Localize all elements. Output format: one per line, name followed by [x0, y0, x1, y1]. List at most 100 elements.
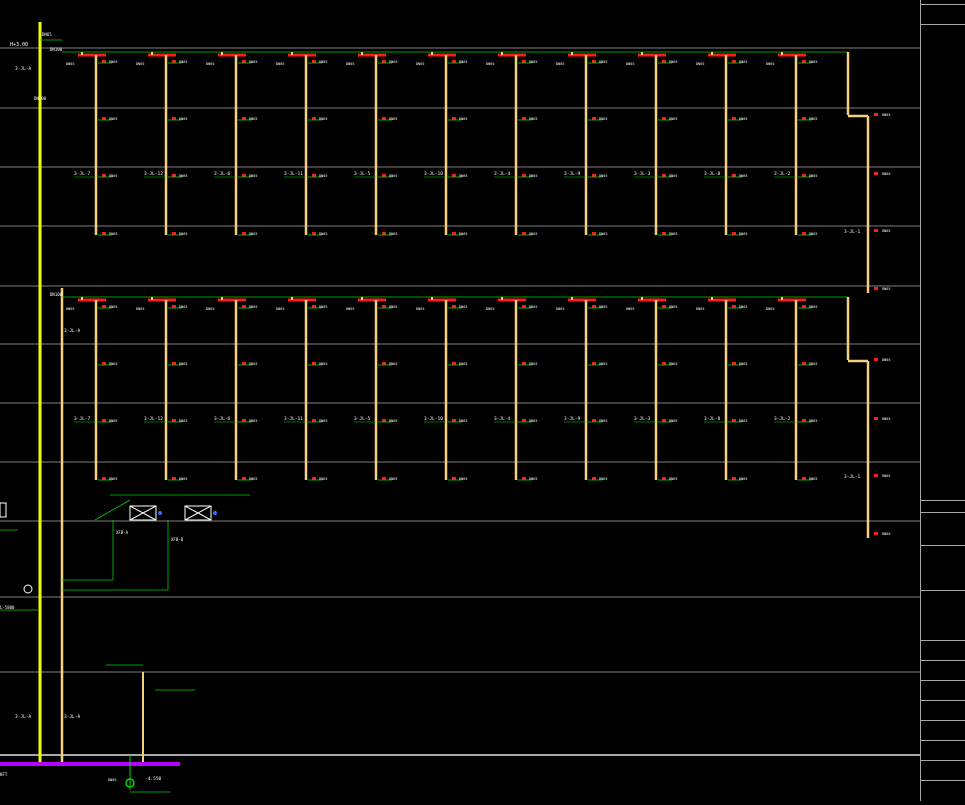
valve-icon — [452, 362, 456, 365]
riser-label: 3-JL-6 — [214, 171, 231, 177]
valve-icon — [382, 174, 386, 177]
pump-tag: XFB-A — [116, 530, 129, 535]
pipe-size-label: DN65 — [319, 117, 327, 121]
pipe-size-label: DN65 — [599, 174, 607, 178]
riser-label: 3-JL-10 — [424, 171, 443, 177]
valve-icon — [592, 419, 596, 422]
pipe-size-label: DN65 — [486, 62, 494, 66]
valve-icon — [592, 117, 596, 120]
pipe-size-label: DN65 — [529, 419, 537, 423]
pipe-size-label: DN65 — [179, 477, 187, 481]
title-block-divider — [921, 545, 965, 546]
pipe-size-label: DN65 — [529, 174, 537, 178]
pipe-size-label: DN65 — [389, 419, 397, 423]
pipe-size-label: DN65 — [109, 60, 117, 64]
valve-icon — [242, 60, 246, 63]
pipe-size-label: DN65 — [346, 307, 354, 311]
pipe-size-label: DN65 — [739, 477, 747, 481]
pipe-size-label: DN65 — [42, 32, 52, 37]
valve-icon — [382, 117, 386, 120]
valve-icon — [242, 477, 246, 480]
valve-icon — [592, 362, 596, 365]
valve-icon — [522, 117, 526, 120]
pipe-size-label: DN65 — [599, 305, 607, 309]
pipe-size-label: DN65 — [529, 477, 537, 481]
valve-icon — [874, 417, 878, 420]
pipe-size-label: DN65 — [179, 174, 187, 178]
pipe-size-label: DN65 — [882, 358, 890, 362]
pipe-size-label: DN65 — [739, 117, 747, 121]
pipe-size-label: DN65 — [459, 419, 467, 423]
valve-icon — [874, 172, 878, 175]
riser-label: 3-JL-3 — [634, 416, 651, 422]
pipe-size-label: DN65 — [599, 362, 607, 366]
riser-label: 3-JL-6 — [214, 416, 231, 422]
riser-label: 3-JL-1 — [844, 229, 861, 235]
valve-icon — [802, 477, 806, 480]
pipe-size-label: DN100 — [50, 47, 63, 52]
pipe-size-label: DN65 — [809, 305, 817, 309]
pipe-size-label: DN65 — [179, 362, 187, 366]
pipe-size-label: DN65 — [809, 60, 817, 64]
pipe-size-label: DN65 — [739, 305, 747, 309]
pipe-size-label: DN65 — [882, 229, 890, 233]
pipe-size-label: DN65 — [459, 362, 467, 366]
pipe-size-label: DN65 — [669, 362, 677, 366]
pipe-size-label: DN65 — [109, 232, 117, 236]
riser-label: 3-JL-A — [64, 714, 81, 720]
valve-icon — [452, 419, 456, 422]
pipe-size-label: DN65 — [319, 477, 327, 481]
riser-label: 3-JL-3 — [634, 171, 651, 177]
pipe-size-label: DN65 — [249, 117, 257, 121]
pipe-size-label: DN65 — [882, 113, 890, 117]
pipe-size-label: DN65 — [66, 307, 74, 311]
valve-icon — [802, 174, 806, 177]
valve-icon — [802, 305, 806, 308]
valve-icon — [802, 362, 806, 365]
valve-icon — [592, 174, 596, 177]
riser-label: 3-JL-4 — [494, 171, 511, 177]
pipe-size-label: DN65 — [809, 362, 817, 366]
pipe-size-label: DN65 — [179, 60, 187, 64]
pipe-size-label: DN65 — [669, 174, 677, 178]
valve-icon — [592, 60, 596, 63]
pipe-size-label: DN65 — [809, 477, 817, 481]
pipe-size-label: DN65 — [109, 174, 117, 178]
valve-icon — [522, 232, 526, 235]
valve-icon — [242, 232, 246, 235]
pipe-size-label: DN65 — [882, 287, 890, 291]
pipe-size-label: DN65 — [766, 62, 774, 66]
valve-icon — [23, 584, 33, 594]
pump-cross — [129, 505, 157, 521]
valve-icon — [522, 419, 526, 422]
valve-icon — [382, 419, 386, 422]
riser-label: 3-JL-4 — [494, 416, 511, 422]
pipe-size-label: DN65 — [529, 362, 537, 366]
pipe-size-label: DN65 — [809, 174, 817, 178]
pipe-size-label: DN65 — [179, 232, 187, 236]
valve-icon — [312, 232, 316, 235]
pipe-size-label: DN65 — [739, 362, 747, 366]
pipe-size-label: DN65 — [389, 362, 397, 366]
valve-icon — [452, 305, 456, 308]
pipe-size-label: DN65 — [249, 232, 257, 236]
valve-icon — [102, 362, 106, 365]
riser-label: 3-JL-2 — [774, 416, 791, 422]
valve-icon — [172, 60, 176, 63]
pipe-size-label: DN65 — [108, 778, 116, 782]
title-block-divider — [921, 680, 965, 681]
valve-icon — [172, 305, 176, 308]
title-block-divider — [921, 500, 965, 501]
title-block — [920, 0, 965, 801]
valve-icon — [522, 477, 526, 480]
valve-icon — [802, 232, 806, 235]
riser-label: 3-JL-12 — [144, 416, 163, 422]
valve-icon — [102, 232, 106, 235]
pipe-size-label: DN65 — [276, 307, 284, 311]
valve-icon — [874, 358, 878, 361]
valve-icon — [312, 419, 316, 422]
riser-label: 3-JL-9 — [564, 171, 581, 177]
pipe-size-label: DN65 — [669, 477, 677, 481]
valve-icon — [102, 305, 106, 308]
